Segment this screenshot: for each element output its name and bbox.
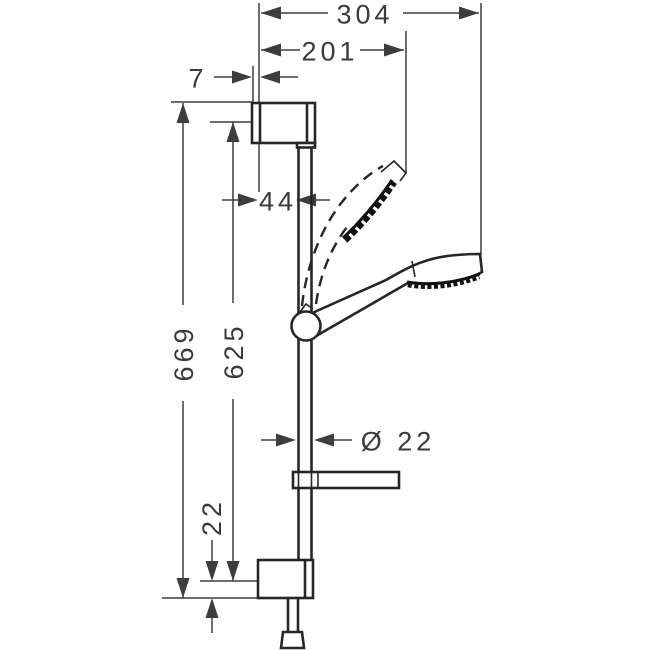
shower-hose: [279, 598, 306, 650]
arrowhead-left: [261, 43, 281, 57]
top-wall-bracket: [250, 101, 317, 149]
alt-spray-face-edge: [341, 179, 394, 240]
slider-holder: [290, 302, 322, 342]
top-bracket-body: [250, 101, 317, 145]
dim-bar-diameter-label: Ø 22: [361, 427, 436, 457]
slider-pivot: [290, 310, 322, 342]
dim-head-to-wall-label: 201: [301, 37, 358, 67]
dim-wall-to-bar: 44: [222, 187, 330, 217]
hand-shower-alt-position: [300, 159, 408, 307]
arrowhead-left: [261, 6, 281, 20]
dim-bar-length-label: 625: [219, 322, 249, 379]
dim-bar-diameter: Ø 22: [261, 427, 436, 457]
arrowhead-right-outside: [314, 433, 334, 447]
dim-below-bracket-label: 22: [197, 498, 227, 536]
head-seam-line: [411, 260, 416, 278]
arrowhead-left-outside: [276, 433, 296, 447]
dim-wall-to-bar-label: 44: [259, 187, 297, 217]
soap-dish: [291, 470, 401, 490]
arrowhead-up-outside: [205, 598, 219, 618]
arrowhead-up: [176, 103, 190, 123]
top-bracket-bar-seat: [295, 141, 317, 149]
spray-face: [407, 272, 481, 289]
soap-dish-shelf: [291, 470, 401, 490]
arrowhead-down: [226, 561, 240, 581]
arrowhead-down-outside: [205, 561, 219, 581]
dim-overall-width: 304: [261, 0, 479, 30]
dim-wall-plate-label: 7: [188, 64, 207, 94]
dim-below-bracket: 22: [197, 498, 227, 633]
shower-set: [250, 101, 484, 650]
alt-handle-outline: [314, 226, 348, 305]
alt-spray-face: [342, 180, 397, 243]
hand-shower-body: [308, 252, 484, 338]
hose-connector: [279, 630, 306, 650]
hand-shower: [308, 252, 484, 338]
dim-overall-width-label: 304: [336, 0, 393, 30]
extension-lines: [162, 3, 482, 599]
bottom-wall-bracket: [256, 558, 315, 600]
arrowhead-down: [176, 578, 190, 598]
arrowhead-right: [459, 6, 479, 20]
slider-pivot-nub: [299, 302, 314, 313]
dim-bar-length: 625: [219, 122, 249, 581]
arrowhead-right: [384, 43, 404, 57]
arrowhead-left-outside: [238, 193, 258, 207]
dim-overall-height-label: 669: [169, 324, 199, 381]
alt-head-tip: [380, 159, 408, 182]
alt-handle-outline: [300, 164, 384, 307]
dim-head-to-wall: 201: [261, 37, 404, 67]
arrowhead-right-outside: [260, 70, 280, 84]
arrowhead-up: [226, 122, 240, 142]
dim-overall-height: 669: [169, 103, 199, 598]
arrowhead-left-outside: [232, 70, 252, 84]
dim-wall-plate: 7: [188, 64, 298, 94]
